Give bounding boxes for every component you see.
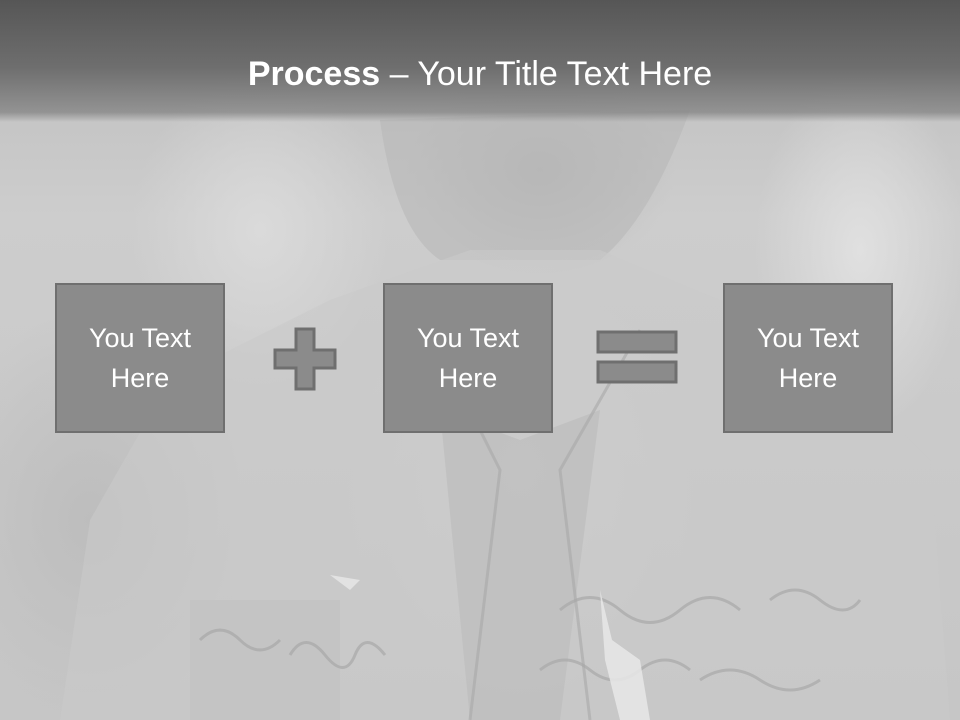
process-box-1[interactable]: You Text Here (55, 283, 225, 433)
process-box-2-text: You Text Here (416, 323, 520, 393)
title-bold-text: Process (247, 55, 381, 93)
plus-icon (273, 327, 337, 391)
process-box-1-text: You Text Here (88, 323, 192, 393)
equals-icon (596, 330, 678, 384)
title-text: – Your Title Text Here (380, 55, 713, 93)
process-box-2[interactable]: You Text Here (383, 283, 553, 433)
process-box-3-text: You Text Here (756, 323, 860, 393)
title-bar (0, 0, 960, 122)
slide-title: Process – Your Title Text Here (0, 52, 960, 96)
process-box-3[interactable]: You Text Here (723, 283, 893, 433)
